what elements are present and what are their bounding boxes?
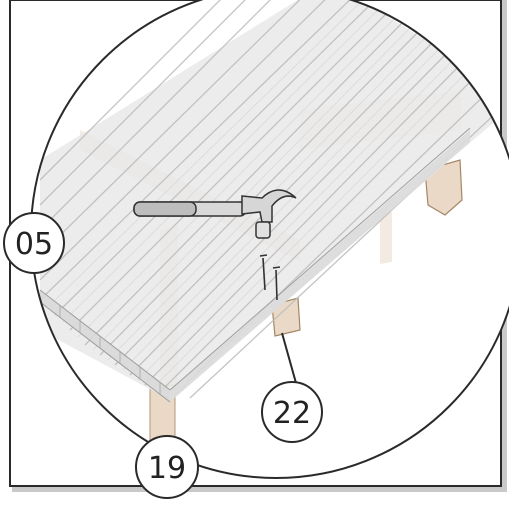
callout-05: 05 xyxy=(3,212,65,274)
detail-view xyxy=(30,0,509,479)
svg-text:05: 05 xyxy=(15,227,53,262)
svg-text:22: 22 xyxy=(273,396,311,431)
callout-leader-22 xyxy=(281,332,297,384)
hammer-icon xyxy=(133,189,297,239)
nail-icon xyxy=(259,254,281,301)
svg-text:19: 19 xyxy=(148,451,186,486)
callout-22: 22 xyxy=(261,381,323,443)
callout-19: 19 xyxy=(135,435,199,499)
